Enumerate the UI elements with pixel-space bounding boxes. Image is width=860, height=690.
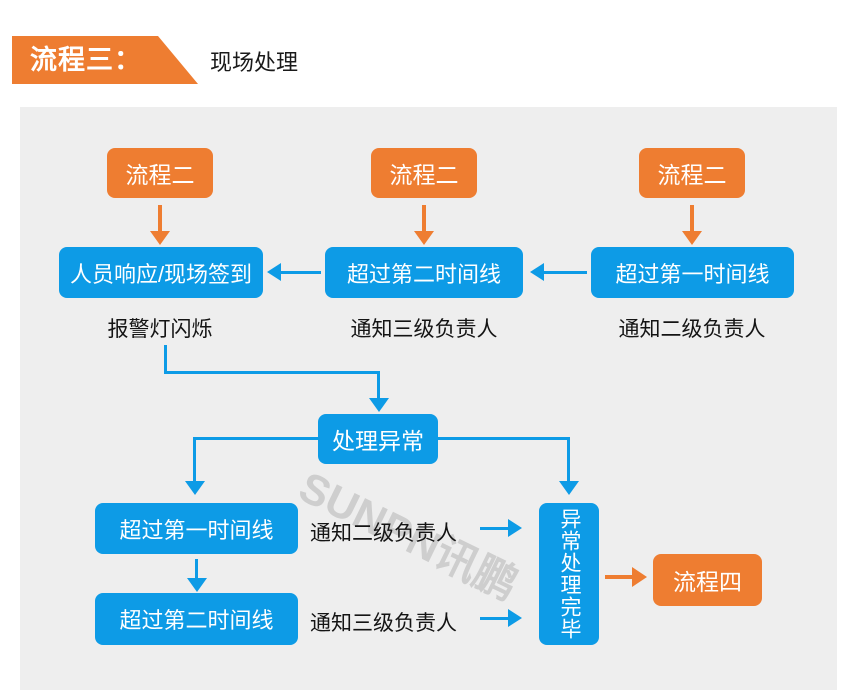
arrow-next-shaft <box>605 575 633 579</box>
elbow-down-segment-2 <box>377 371 380 400</box>
arrowhead-right-1 <box>508 519 522 537</box>
arrowhead-down-escalation <box>187 578 207 592</box>
note-level3: 通知三级负责人 <box>350 318 498 341</box>
arrowhead-down-orange-1 <box>150 231 170 245</box>
arrowhead-branch-left <box>185 481 205 495</box>
diagram-panel: SUNPN讯鹏 流程二 流程二 流程二 人员响应/现场签到 超过第二时间线 超过… <box>20 107 837 690</box>
process-node: 处理异常 <box>318 414 438 464</box>
escalation-note-2: 通知三级负责人 <box>310 612 457 635</box>
branch-right-horizontal <box>438 437 569 440</box>
branch-left-vertical <box>193 437 196 483</box>
source-node-2: 流程二 <box>371 148 477 198</box>
arrowhead-left-1 <box>267 263 281 281</box>
branch-right-vertical <box>567 437 570 483</box>
arrow-down-orange-2 <box>422 205 426 233</box>
step-node-timeline1: 超过第一时间线 <box>591 247 794 298</box>
arrow-right-shaft-2 <box>480 617 509 620</box>
arrow-down-orange-1 <box>158 205 162 233</box>
page-title: 现场处理 <box>210 50 299 75</box>
arrowhead-into-process <box>369 398 389 412</box>
arrowhead-next <box>632 567 647 587</box>
source-node-3: 流程二 <box>639 148 745 198</box>
escalation-node-1: 超过第一时间线 <box>95 503 298 554</box>
arrowhead-right-2 <box>508 609 522 627</box>
arrowhead-down-orange-2 <box>414 231 434 245</box>
arrowhead-left-2 <box>530 263 544 281</box>
arrow-down-orange-3 <box>690 205 694 233</box>
elbow-down-segment <box>164 345 167 374</box>
completion-node: 异常处理完毕 <box>539 503 599 645</box>
next-stage-node: 流程四 <box>653 554 762 606</box>
escalation-note-1: 通知二级负责人 <box>310 522 457 545</box>
step-node-response: 人员响应/现场签到 <box>59 247 263 298</box>
arrow-right-shaft-1 <box>480 527 509 530</box>
branch-left-horizontal <box>195 437 318 440</box>
arrow-down-escalation-shaft <box>195 559 198 580</box>
arrowhead-into-completion <box>559 481 579 495</box>
source-node-1: 流程二 <box>107 148 213 198</box>
stage-badge: 流程三： <box>12 36 198 84</box>
escalation-node-2: 超过第二时间线 <box>95 593 298 645</box>
arrowhead-down-orange-3 <box>682 231 702 245</box>
note-alarm: 报警灯闪烁 <box>107 318 213 341</box>
arrow-left-shaft-1 <box>279 271 321 274</box>
elbow-horizontal-segment <box>164 371 380 374</box>
arrow-left-shaft-2 <box>542 271 587 274</box>
step-node-timeline2: 超过第二时间线 <box>325 247 523 298</box>
note-level2: 通知二级负责人 <box>618 318 766 341</box>
